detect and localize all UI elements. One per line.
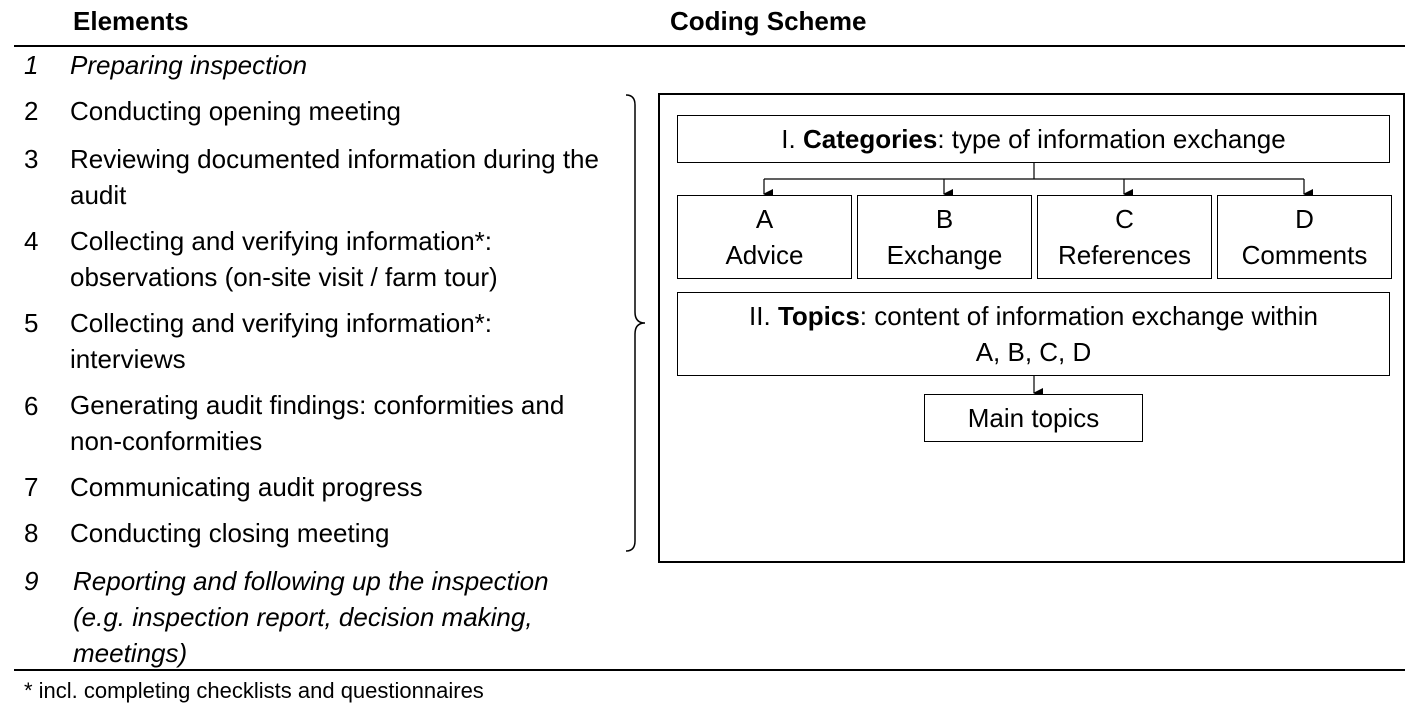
topics-title: II. Topics: content of information excha… <box>749 298 1318 334</box>
category-letter: A <box>755 204 774 234</box>
coding-scheme-header: Coding Scheme <box>670 6 867 36</box>
category-label: References <box>1058 240 1191 270</box>
element-text: Reporting and following up the inspectio… <box>73 566 549 668</box>
element-text: Conducting closing meeting <box>70 518 390 548</box>
topics-bold: Topics <box>777 301 860 331</box>
bottom-rule <box>14 669 1405 671</box>
categories-title: I. Categories: type of information excha… <box>781 121 1285 157</box>
element-number: 7 <box>24 472 39 502</box>
elements-header: Elements <box>73 6 189 36</box>
element-number: 5 <box>24 308 39 338</box>
category-label: Exchange <box>886 240 1003 270</box>
categories-bold: Categories <box>802 124 938 154</box>
element-number: 3 <box>24 144 39 174</box>
element-text: Collecting and verifying information*: o… <box>70 226 498 292</box>
category-letter: B <box>935 204 954 234</box>
categories-rest: : type of information exchange <box>937 124 1286 154</box>
scheme-frame <box>658 93 1405 563</box>
element-number: 9 <box>24 566 39 596</box>
main-topics-label: Main topics <box>967 403 1100 433</box>
category-box-d: D Comments <box>1217 195 1392 279</box>
categories-box: I. Categories: type of information excha… <box>677 115 1390 163</box>
element-text: Preparing inspection <box>70 50 308 80</box>
top-rule <box>14 45 1405 47</box>
topics-rest: : content of information exchange within <box>859 301 1318 331</box>
element-number: 6 <box>24 391 39 421</box>
category-label: Advice <box>725 240 804 270</box>
categories-prefix: I. <box>781 124 803 154</box>
element-text: Conducting opening meeting <box>70 96 402 126</box>
element-text: Communicating audit progress <box>70 472 423 502</box>
topics-line2: A, B, C, D <box>975 337 1092 367</box>
element-text: Reviewing documented information during … <box>70 144 599 210</box>
footnote: * incl. completing checklists and questi… <box>24 678 484 703</box>
element-text: Collecting and verifying information*: i… <box>70 308 492 374</box>
element-number: 8 <box>24 518 39 548</box>
category-label: Comments <box>1241 240 1368 270</box>
element-number: 1 <box>24 50 39 80</box>
category-letter: D <box>1295 204 1314 234</box>
category-box-c: C References <box>1037 195 1212 279</box>
category-box-b: B Exchange <box>857 195 1032 279</box>
element-text: Generating audit findings: conformities … <box>70 390 565 456</box>
category-letter: C <box>1115 204 1134 234</box>
element-number: 4 <box>24 226 39 256</box>
category-box-a: A Advice <box>677 195 852 279</box>
topics-prefix: II. <box>749 301 778 331</box>
main-topics-box: Main topics <box>924 394 1143 442</box>
topics-box: II. Topics: content of information excha… <box>677 292 1390 376</box>
element-number: 2 <box>24 96 39 126</box>
right-brace <box>625 94 646 552</box>
